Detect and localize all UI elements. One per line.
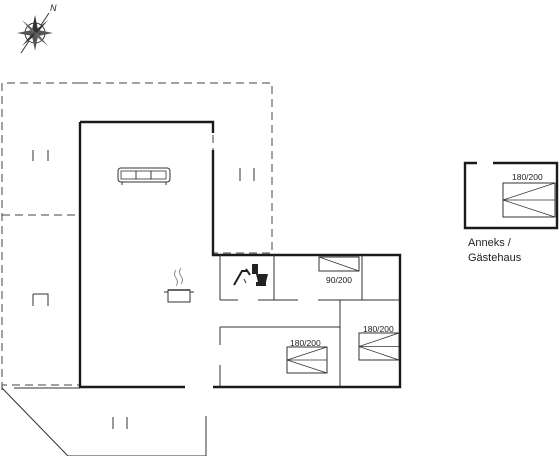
cooking-pot-icon xyxy=(164,267,194,303)
bed-icon xyxy=(318,256,360,272)
bed-label-3: 180/200 xyxy=(363,324,394,334)
interior-walls xyxy=(219,255,400,387)
bed-label-2: 180/200 xyxy=(290,338,321,348)
terrace-outlines xyxy=(1,82,273,390)
patio-outline xyxy=(1,387,207,456)
bed-icon xyxy=(286,346,328,374)
shower-icon xyxy=(233,268,251,286)
sofa-icon xyxy=(117,167,171,185)
annex-label-line2: Gästehaus xyxy=(468,252,522,264)
bed-label-1: 90/200 xyxy=(326,275,352,285)
annex-label-line1: Anneks / xyxy=(468,237,512,249)
annex-building xyxy=(463,161,559,230)
annex-bed-label: 180/200 xyxy=(512,172,543,182)
house-walls xyxy=(78,120,402,389)
compass-rose-icon xyxy=(17,12,53,54)
bed-icon xyxy=(358,332,400,361)
window-marks xyxy=(32,150,255,429)
toilet-icon xyxy=(252,264,268,286)
north-label: N xyxy=(50,3,57,13)
